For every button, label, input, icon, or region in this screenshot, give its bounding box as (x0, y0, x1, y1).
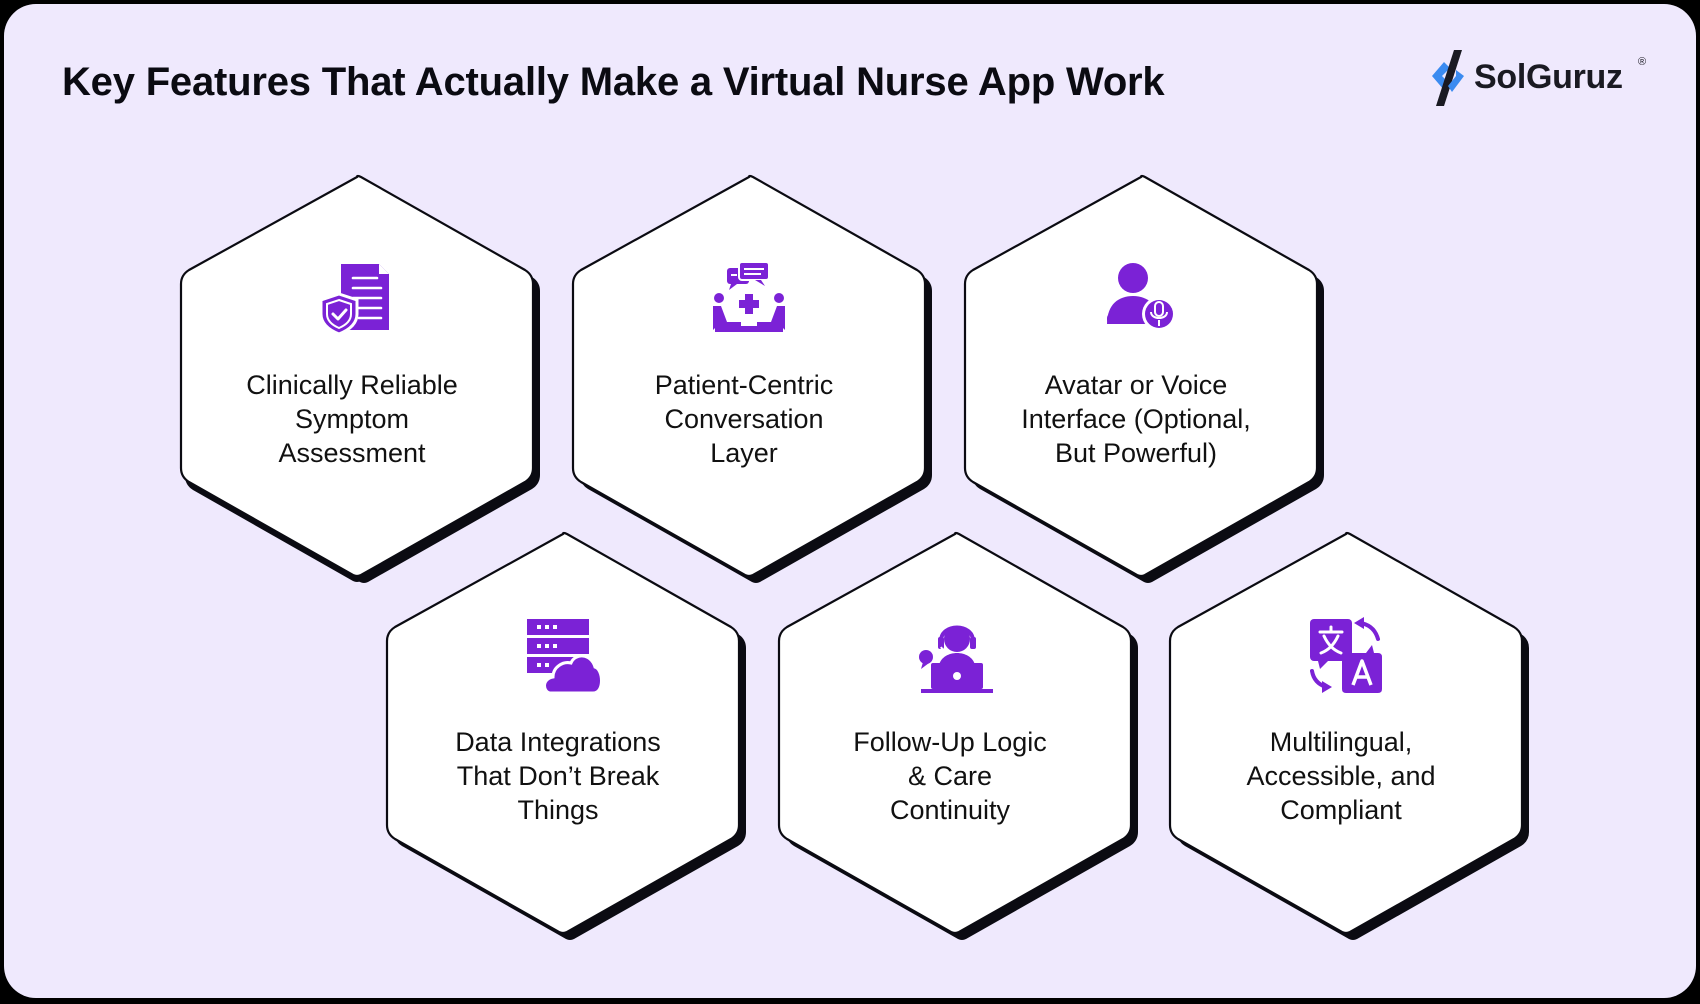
hexagon-shape (179, 174, 540, 583)
feature-label: Multilingual, Accessible, and Compliant (1246, 727, 1436, 825)
feature-hex-multilingual: Multilingual, Accessible, and Compliant (1161, 529, 1531, 943)
feature-hex-clinically-reliable: Clinically Reliable Symptom Assessment (172, 172, 542, 586)
support-agent-laptop-icon (919, 625, 993, 693)
translate-language-icon (1310, 617, 1382, 693)
hexagon-shape (385, 531, 746, 940)
feature-hex-data-integrations: Data Integrations That Don’t Break Thing… (378, 529, 748, 943)
logo-wordmark: SolGuruz (1474, 58, 1623, 96)
feature-label: Patient-Centric Conversation Layer (654, 370, 834, 468)
feature-label: Clinically Reliable Symptom Assessment (246, 370, 458, 468)
feature-hex-avatar-voice: Avatar or Voice Interface (Optional, But… (956, 172, 1326, 586)
feature-hex-follow-up-logic: Follow-Up Logic & Care Continuity (770, 529, 1140, 943)
patient-conversation-icon (713, 261, 785, 332)
hexagon-shape (777, 531, 1138, 940)
solguruz-logo-mark-icon (1432, 50, 1464, 106)
feature-label: Follow-Up Logic & Care Continuity (853, 727, 1047, 825)
feature-label: Data Integrations That Don’t Break Thing… (455, 727, 661, 825)
feature-label: Avatar or Voice Interface (Optional, But… (1021, 370, 1251, 468)
hexagon-shape (1168, 531, 1529, 940)
hexagon-shape (963, 174, 1324, 583)
hexagon-shape (571, 174, 932, 583)
infographic-card: Key Features That Actually Make a Virtua… (4, 4, 1696, 998)
document-shield-check-icon (319, 264, 389, 336)
page-title: Key Features That Actually Make a Virtua… (62, 60, 1165, 104)
user-microphone-icon (1107, 263, 1176, 331)
server-cloud-icon (527, 619, 601, 693)
brand-logo: SolGuruz ® (1430, 48, 1660, 110)
registered-mark: ® (1638, 56, 1647, 68)
feature-hex-patient-centric: Patient-Centric Conversation Layer (564, 172, 934, 586)
